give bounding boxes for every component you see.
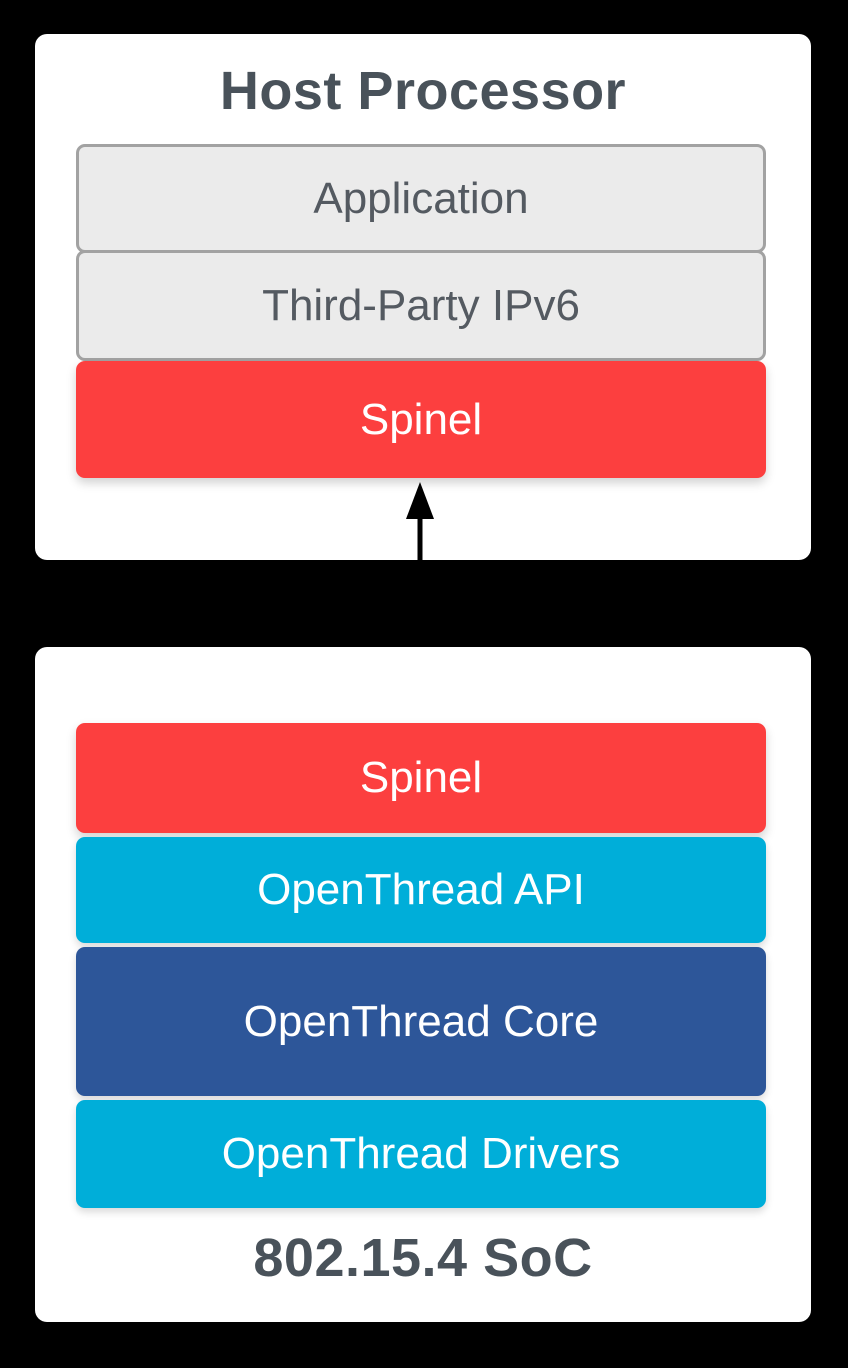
layer-spinel-host: Spinel	[76, 361, 766, 478]
soc-card: Spinel OpenThread API OpenThread Core Op…	[35, 647, 811, 1322]
layer-openthread-drivers: OpenThread Drivers	[76, 1100, 766, 1208]
layer-openthread-api: OpenThread API	[76, 837, 766, 943]
host-processor-title: Host Processor	[219, 61, 627, 121]
layer-spinel-soc: Spinel	[76, 723, 766, 833]
soc-title: 802.15.4 SoC	[253, 1228, 593, 1288]
layer-openthread-core: OpenThread Core	[76, 947, 766, 1096]
layer-third-party-ipv6: Third-Party IPv6	[76, 250, 766, 361]
host-processor-card: Host Processor Application Third-Party I…	[35, 34, 811, 560]
layer-application: Application	[76, 144, 766, 253]
